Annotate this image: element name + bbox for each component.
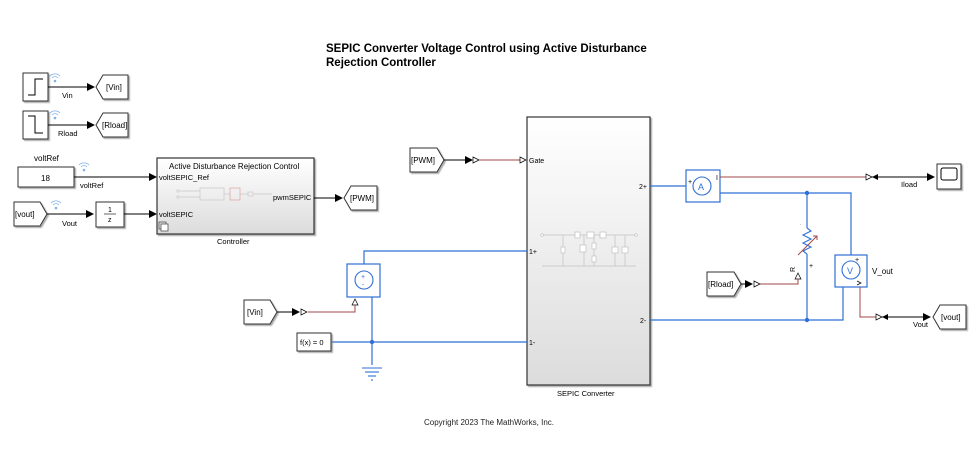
electrical-reference-ground-icon[interactable] — [362, 367, 382, 381]
wireless-icon — [49, 73, 61, 83]
wire-junction — [804, 317, 810, 323]
sepic-port-gate: Gate — [529, 158, 544, 165]
arrow-icon — [872, 174, 878, 180]
arrow-icon — [882, 314, 888, 320]
controller-subsystem[interactable]: Active Disturbance Rejection Control vol… — [156, 157, 315, 235]
ps-line-rload — [760, 279, 799, 285]
resistor-neg-mark: · — [800, 222, 801, 227]
ps-input-port-icon — [351, 298, 359, 306]
wireless-icon — [78, 162, 90, 172]
voltage-source-minus: - — [362, 282, 365, 289]
voltage-source-plus: + — [361, 274, 365, 281]
solver-configuration-block[interactable]: f(x) = 0 — [296, 332, 332, 352]
from-vout-block[interactable]: [vout] — [13, 201, 48, 227]
ps-input-port-icon — [794, 272, 802, 280]
goto-pwm-label: [PWM] — [350, 194, 374, 203]
variable-resistor-block[interactable]: · + R — [790, 222, 818, 280]
model-title: SEPIC Converter Voltage Control using Ac… — [326, 43, 647, 69]
wire-junction — [369, 339, 375, 345]
subsystem-link-icon — [158, 221, 169, 232]
solver-label: f(x) = 0 — [300, 338, 324, 347]
from-vin-block[interactable]: [Vin] — [243, 299, 278, 325]
wireless-icon — [50, 200, 62, 210]
sepic-name: SEPIC Converter — [557, 389, 615, 398]
step-up-icon — [28, 78, 43, 96]
sepic-circuit-preview-icon — [540, 231, 638, 267]
voltmeter-plus: + — [855, 257, 859, 264]
goto-pwm-block[interactable]: [PWM] — [343, 185, 378, 211]
voltage-sensor-block[interactable]: V + — [834, 254, 868, 288]
physical-wire-voltmeter-neg — [839, 283, 849, 321]
scope-screen-icon — [940, 167, 958, 181]
sepic-port-1-pos: 1+ — [529, 249, 537, 256]
copyright-text: Copyright 2023 The MathWorks, Inc. — [424, 418, 554, 427]
sepic-port-1-neg: 1- — [529, 340, 536, 347]
goto-rload-label: [Rload] — [102, 121, 127, 130]
ps-converter-port-icon — [865, 173, 873, 181]
ammeter-output-label: I — [716, 175, 718, 182]
from-vin-label: [Vin] — [247, 308, 263, 317]
goto-rload-block[interactable]: [Rload] — [95, 112, 129, 138]
from-pwm-block[interactable]: [PWM] — [409, 147, 445, 173]
controller-name: Controller — [217, 237, 250, 246]
voltmeter-glyph: V — [847, 266, 853, 276]
signal-label-vout-in: Vout — [62, 219, 78, 228]
controlled-voltage-source-block[interactable]: + - — [346, 263, 381, 298]
controller-preview-icon — [176, 187, 272, 201]
ps-converter-port-icon — [753, 280, 761, 288]
controller-input-volt: voltSEPIC — [159, 210, 194, 219]
goto-vout-label: [vout] — [941, 313, 961, 322]
signal-label-vout-out: Vout — [913, 320, 929, 329]
rload-step-block[interactable] — [22, 110, 49, 140]
unit-delay-denominator: z — [108, 217, 112, 224]
unit-delay-numerator: 1 — [108, 207, 112, 214]
ps-converter-port-icon — [300, 308, 308, 316]
goto-vin-block[interactable]: [Vin] — [95, 74, 129, 100]
controller-output-pwm: pwmSEPIC — [273, 193, 312, 202]
ps-converter-port-icon — [472, 156, 480, 164]
physical-wire-1-pos — [363, 250, 527, 265]
vin-step-block[interactable] — [22, 72, 49, 102]
step-down-icon — [28, 115, 43, 134]
goto-vin-label: [Vin] — [106, 83, 122, 92]
ps-line-vin — [308, 305, 356, 313]
voltref-block-name: voltRef — [34, 154, 60, 163]
scope-block[interactable] — [936, 163, 962, 190]
sepic-port-2-pos: 2+ — [639, 184, 647, 191]
signal-label-voltref: voltRef — [80, 181, 104, 190]
resistor-port-label: R — [790, 267, 797, 272]
gate-port-icon — [519, 156, 527, 164]
ammeter-glyph: A — [698, 182, 704, 192]
goto-vout-block[interactable]: [vout] — [932, 304, 967, 330]
from-rload-label: [Rload] — [708, 280, 733, 289]
from-pwm-label: [PWM] — [411, 156, 435, 165]
controller-header: Active Disturbance Rejection Control — [169, 162, 300, 171]
signal-label-rload: Rload — [58, 129, 78, 138]
voltref-value: 18 — [41, 174, 50, 183]
ps-converter-port-icon — [875, 313, 883, 321]
physical-wire-sensor-out — [720, 192, 852, 265]
from-rload-block[interactable]: [Rload] — [706, 271, 742, 297]
from-vout-label: [vout] — [15, 210, 35, 219]
voltref-constant-block[interactable]: 18 — [17, 166, 75, 188]
signal-label-vin: Vin — [62, 91, 73, 100]
ps-line-vout — [859, 287, 876, 318]
sepic-port-2-neg: 2- — [640, 318, 647, 325]
controller-input-ref: voltSEPIC_Ref — [159, 173, 210, 182]
wireless-icon — [49, 110, 61, 120]
output-port-icon — [856, 280, 862, 286]
current-sensor-block[interactable]: A + I — [685, 169, 721, 203]
unit-delay-block[interactable]: 1 z — [95, 201, 125, 228]
resistor-plus: + — [809, 263, 813, 270]
ammeter-plus: + — [688, 179, 692, 186]
sepic-converter-subsystem[interactable]: Gate 1+ 1- 2+ 2- — [526, 116, 651, 386]
signal-label-iload: Iload — [901, 180, 917, 189]
voltmeter-name: V_out — [872, 267, 894, 276]
